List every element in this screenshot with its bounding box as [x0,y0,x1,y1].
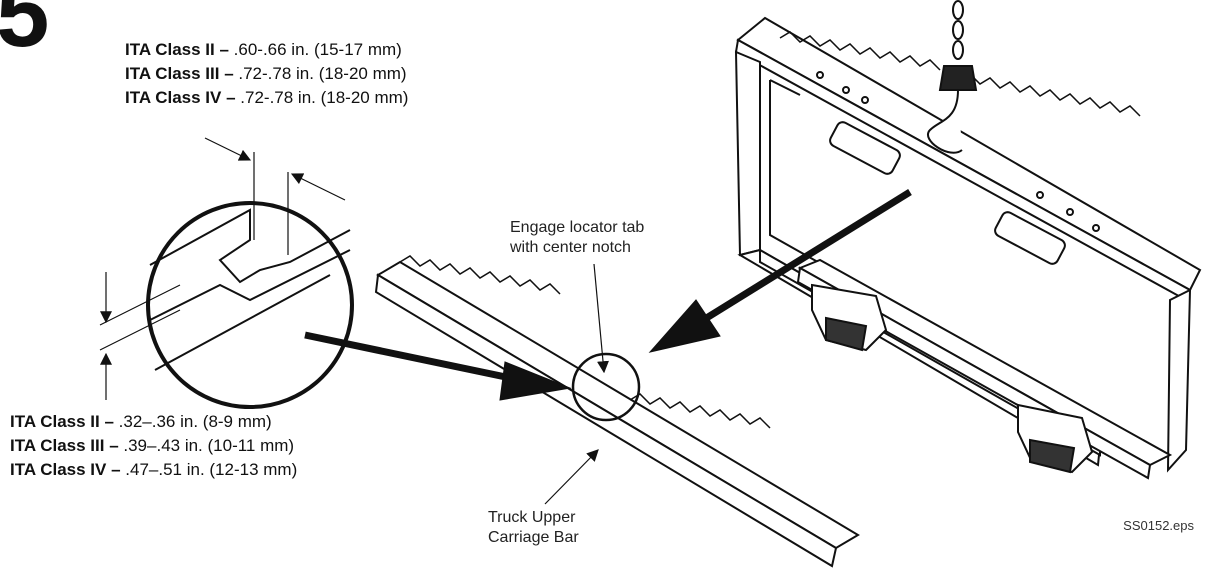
bottom-spec-class-iii: ITA Class III – .39–.43 in. (10-11 mm) [10,436,295,455]
file-reference: SS0152.eps [1123,518,1194,533]
lift-chain-hook [927,0,978,154]
bottom-dimension-specs: ITA Class II – .32–.36 in. (8-9 mm) ITA … [10,410,297,482]
carriage-bar-callout: Truck Upper Carriage Bar [488,509,579,546]
top-spec-class-iii: ITA Class III – .72-.78 in. (18-20 mm) [125,64,407,83]
bottom-spec-class-ii: ITA Class II – .32–.36 in. (8-9 mm) [10,412,272,431]
top-spec-class-iv: ITA Class IV – .72-.78 in. (18-20 mm) [125,88,409,107]
callout-leaders [544,263,609,505]
top-dimension-specs: ITA Class II – .60-.66 in. (15-17 mm) IT… [125,38,408,110]
step-number: 5 [0,0,50,67]
fork-hooks [811,283,1094,474]
top-spec-class-ii: ITA Class II – .60-.66 in. (15-17 mm) [125,40,402,59]
locator-tab-callout: Engage locator tab with center notch [510,219,645,256]
bottom-spec-class-iv: ITA Class IV – .47–.51 in. (12-13 mm) [10,460,298,479]
notch-highlight-circle [571,352,641,422]
dimension-lines [99,137,346,400]
detail-zoom-circle [146,201,354,409]
truck-upper-carriage-bar [374,255,860,568]
pointer-arrows [304,189,912,401]
